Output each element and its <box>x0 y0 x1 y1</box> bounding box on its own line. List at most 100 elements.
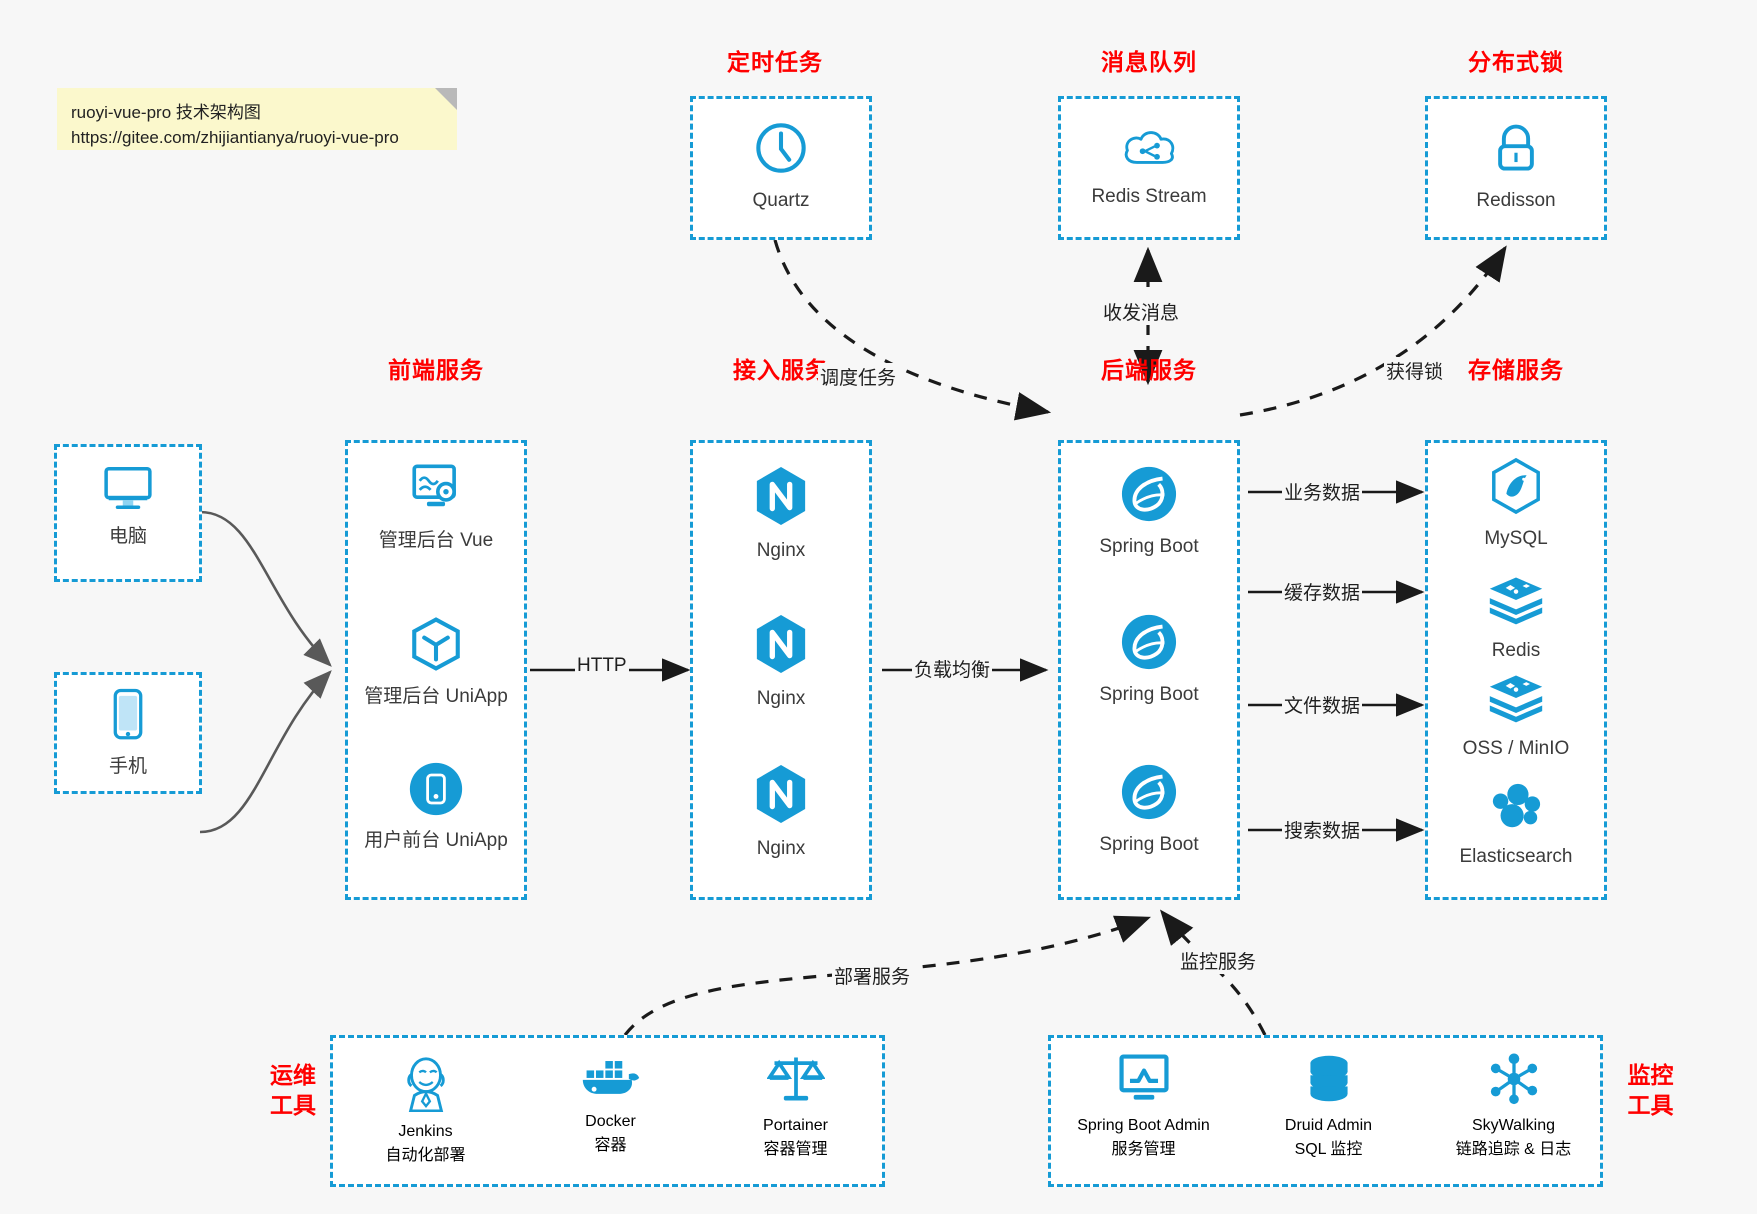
node-elasticsearch[interactable]: Elasticsearch <box>1428 779 1604 869</box>
group-title-ops-tools: 运维 工具 <box>258 1060 328 1120</box>
node-spring-boot-1[interactable]: Spring Boot <box>1061 465 1237 559</box>
ops-title-line-1: 运维 <box>270 1062 316 1088</box>
monitor-chart-icon <box>1051 1052 1236 1111</box>
node-nginx-1[interactable]: Nginx <box>693 465 869 563</box>
node-label-desktop: 电脑 <box>108 526 147 547</box>
group-box-monitor-tools: Spring Boot Admin 服务管理 Druid Admin SQL 监… <box>1048 1035 1603 1187</box>
mobile-icon <box>57 687 199 748</box>
node-admin-uniapp[interactable]: 管理后台 UniApp <box>348 615 524 709</box>
lock-icon <box>1428 121 1604 182</box>
group-title-frontend: 前端服务 <box>388 357 484 383</box>
edge-label-search-data: 搜索数据 <box>1282 816 1363 843</box>
group-box-client-mobile: 手机 <box>54 672 202 794</box>
nginx-icon <box>693 465 869 532</box>
node-druid-admin[interactable]: Druid Admin SQL 监控 <box>1236 1052 1421 1159</box>
group-box-storage: MySQL Redis <box>1425 440 1607 900</box>
node-spring-boot-3[interactable]: Spring Boot <box>1061 763 1237 857</box>
node-sublabel-jenkins: 自动化部署 <box>385 1147 466 1164</box>
group-title-message-queue: 消息队列 <box>1101 49 1197 75</box>
node-label-redisson: Redisson <box>1476 190 1556 211</box>
node-label-portainer: Portainer <box>763 1117 828 1134</box>
group-title-monitor-tools: 监控 工具 <box>1613 1060 1688 1120</box>
node-label-elasticsearch: Elasticsearch <box>1459 846 1573 867</box>
node-user-uniapp[interactable]: 用户前台 UniApp <box>348 761 524 853</box>
node-quartz[interactable]: Quartz <box>693 119 869 213</box>
node-portainer[interactable]: Portainer 容器管理 <box>703 1052 888 1159</box>
monitor-title-line-1: 监控 <box>1627 1062 1674 1088</box>
node-sublabel-skywalking: 链路追踪 & 日志 <box>1455 1141 1572 1158</box>
node-label-mobile: 手机 <box>108 756 147 777</box>
redis-icon <box>1428 573 1604 632</box>
node-label-spring-boot-1: Spring Boot <box>1099 536 1199 557</box>
node-oss-minio[interactable]: OSS / MinIO <box>1428 671 1604 761</box>
node-label-redis: Redis <box>1491 640 1541 661</box>
node-docker[interactable]: Docker 容器 <box>518 1052 703 1155</box>
node-label-admin-uniapp: 管理后台 UniApp <box>364 686 508 707</box>
node-label-oss-minio: OSS / MinIO <box>1462 738 1570 759</box>
node-label-mysql: MySQL <box>1484 528 1548 549</box>
node-label-user-uniapp: 用户前台 UniApp <box>364 830 508 851</box>
edge-label-deploy-service: 部署服务 <box>832 962 913 989</box>
nginx-icon <box>693 613 869 680</box>
node-label-spring-boot-admin: Spring Boot Admin <box>1077 1117 1210 1134</box>
edge-label-load-balance: 负载均衡 <box>912 655 993 682</box>
group-title-storage: 存储服务 <box>1468 357 1564 383</box>
jenkins-icon <box>333 1052 518 1117</box>
node-admin-vue[interactable]: 管理后台 Vue <box>348 461 524 553</box>
node-label-quartz: Quartz <box>752 190 810 211</box>
database-icon <box>1236 1052 1421 1111</box>
edge-label-file-data: 文件数据 <box>1282 691 1363 718</box>
edge-label-http: HTTP <box>575 655 629 677</box>
node-mobile[interactable]: 手机 <box>57 687 199 779</box>
node-spring-boot-2[interactable]: Spring Boot <box>1061 613 1237 707</box>
node-label-redis-stream: Redis Stream <box>1091 186 1207 207</box>
scales-icon <box>703 1052 888 1111</box>
node-label-jenkins: Jenkins <box>398 1123 453 1140</box>
node-label-nginx-3: Nginx <box>756 838 806 859</box>
node-nginx-3[interactable]: Nginx <box>693 763 869 861</box>
group-title-backend: 后端服务 <box>1101 357 1197 383</box>
node-spring-boot-admin[interactable]: Spring Boot Admin 服务管理 <box>1051 1052 1236 1159</box>
node-label-spring-boot-3: Spring Boot <box>1099 834 1199 855</box>
group-box-frontend: 管理后台 Vue 管理后台 UniApp 用户前台 UniApp <box>345 440 527 900</box>
app-icon <box>348 761 524 822</box>
edge-label-schedule-task: 调度任务 <box>818 363 899 390</box>
mysql-icon <box>1428 457 1604 520</box>
node-desktop[interactable]: 电脑 <box>57 463 199 549</box>
dashboard-icon <box>348 461 524 522</box>
elasticsearch-icon <box>1428 779 1604 838</box>
node-redisson[interactable]: Redisson <box>1428 121 1604 213</box>
node-jenkins[interactable]: Jenkins 自动化部署 <box>333 1052 518 1165</box>
spring-boot-icon <box>1061 763 1237 826</box>
spring-boot-icon <box>1061 613 1237 676</box>
node-redis[interactable]: Redis <box>1428 573 1604 663</box>
note-line-1: ruoyi-vue-pro 技术架构图 <box>71 103 261 122</box>
group-box-message-queue: Redis Stream <box>1058 96 1240 240</box>
node-label-nginx-2: Nginx <box>756 688 806 709</box>
group-box-backend: Spring Boot Spring Boot Spring Boot <box>1058 440 1240 900</box>
node-nginx-2[interactable]: Nginx <box>693 613 869 711</box>
group-box-scheduled-task: Quartz <box>690 96 872 240</box>
node-sublabel-druid-admin: SQL 监控 <box>1294 1141 1363 1158</box>
node-skywalking[interactable]: SkyWalking 链路追踪 & 日志 <box>1421 1052 1606 1159</box>
node-redis-stream[interactable]: Redis Stream <box>1061 123 1237 209</box>
monitor-title-line-2: 工具 <box>1627 1092 1674 1118</box>
node-label-skywalking: SkyWalking <box>1472 1117 1555 1134</box>
edge-label-business-data: 业务数据 <box>1282 478 1363 505</box>
group-box-distributed-lock: Redisson <box>1425 96 1607 240</box>
group-box-gateway: Nginx Nginx Nginx <box>690 440 872 900</box>
clock-icon <box>693 119 869 182</box>
note-fold-corner <box>435 88 457 110</box>
group-box-client-desktop: 电脑 <box>54 444 202 582</box>
node-label-druid-admin: Druid Admin <box>1284 1117 1373 1134</box>
node-mysql[interactable]: MySQL <box>1428 457 1604 551</box>
node-label-spring-boot-2: Spring Boot <box>1099 684 1199 705</box>
spring-boot-icon <box>1061 465 1237 528</box>
edge-label-send-receive-msg: 收发消息 <box>1101 298 1182 325</box>
node-label-admin-vue: 管理后台 Vue <box>378 530 494 551</box>
node-label-docker: Docker <box>585 1113 636 1130</box>
edge-label-cache-data: 缓存数据 <box>1282 578 1363 605</box>
desktop-icon <box>57 463 199 518</box>
edge-label-monitor-service: 监控服务 <box>1178 947 1259 974</box>
